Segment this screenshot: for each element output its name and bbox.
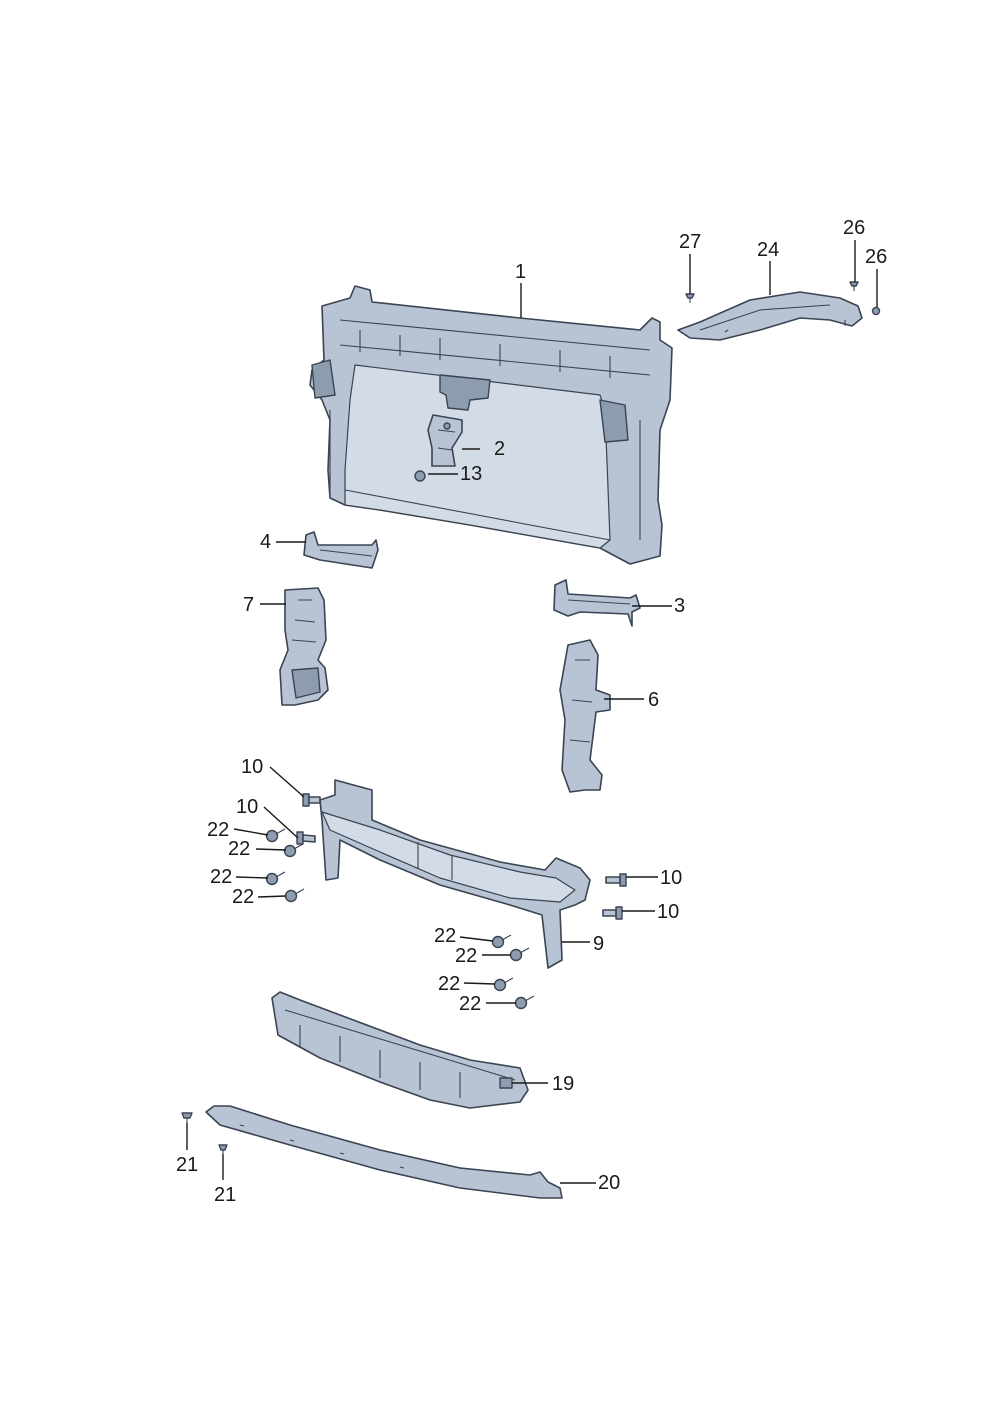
part-10-screw-d bbox=[602, 906, 623, 920]
callout-21-b: 21 bbox=[214, 1184, 236, 1206]
callout-22-f: 22 bbox=[455, 945, 477, 967]
callout-24: 24 bbox=[757, 239, 779, 261]
part-22-bolts-right bbox=[491, 934, 535, 1010]
callout-20: 20 bbox=[598, 1172, 620, 1194]
callout-22-g: 22 bbox=[438, 973, 460, 995]
part-21-clip-b bbox=[218, 1144, 228, 1154]
part-13-nut bbox=[414, 470, 426, 482]
part-22-bolt-c bbox=[265, 871, 286, 886]
part-4-bracket bbox=[303, 531, 379, 569]
callout-26-a: 26 bbox=[843, 217, 865, 239]
part-22-bolt-h bbox=[514, 995, 535, 1010]
callout-10-d: 10 bbox=[657, 901, 679, 923]
callout-4: 4 bbox=[260, 531, 271, 553]
part-22-bolt-f bbox=[509, 947, 530, 962]
leader-lines bbox=[186, 240, 878, 1184]
callout-10-c: 10 bbox=[660, 867, 682, 889]
callout-22-e: 22 bbox=[434, 925, 456, 947]
part-10-screw-a bbox=[302, 793, 321, 807]
callout-22-h: 22 bbox=[459, 993, 481, 1015]
part-22-bolt-d bbox=[284, 888, 305, 903]
callout-labels: 1 2 3 4 6 7 9 10 10 10 10 13 19 20 21 21… bbox=[176, 217, 887, 1206]
callout-13: 13 bbox=[460, 463, 482, 485]
part-3-bracket bbox=[553, 579, 641, 627]
part-24-reinforcement bbox=[677, 291, 863, 341]
part-22-bolt-e bbox=[491, 934, 512, 949]
part-26-screw-b bbox=[871, 306, 881, 316]
part-6-air-guide bbox=[559, 639, 611, 793]
part-10-screw-b bbox=[296, 831, 316, 845]
callout-26-b: 26 bbox=[865, 246, 887, 268]
callout-3: 3 bbox=[674, 595, 685, 617]
callout-7: 7 bbox=[243, 594, 254, 616]
part-9-bumper-carrier bbox=[319, 779, 591, 969]
callout-22-d: 22 bbox=[232, 886, 254, 908]
part-20-trim-strip bbox=[205, 1105, 563, 1199]
part-22-bolt-a bbox=[265, 828, 286, 843]
part-26-screw-a bbox=[849, 281, 859, 291]
part-2-bracket bbox=[427, 414, 463, 467]
part-22-bolt-g bbox=[493, 977, 514, 992]
callout-10-b: 10 bbox=[236, 796, 258, 818]
part-27-screw bbox=[685, 293, 695, 303]
part-10-screw-c bbox=[605, 873, 627, 887]
callout-19: 19 bbox=[552, 1073, 574, 1095]
callout-1: 1 bbox=[515, 261, 526, 283]
callout-10-a: 10 bbox=[241, 756, 263, 778]
callout-22-b: 22 bbox=[228, 838, 250, 860]
part-21-clip-a bbox=[181, 1112, 193, 1123]
callout-21-a: 21 bbox=[176, 1154, 198, 1176]
callout-6: 6 bbox=[648, 689, 659, 711]
callout-2: 2 bbox=[494, 438, 505, 460]
part-1-lock-carrier bbox=[309, 285, 673, 565]
callout-22-a: 22 bbox=[207, 819, 229, 841]
part-7-air-guide bbox=[279, 587, 329, 706]
part-22-bolt-b bbox=[283, 843, 304, 858]
callout-27: 27 bbox=[679, 231, 701, 253]
callout-22-c: 22 bbox=[210, 866, 232, 888]
part-19-energy-absorber bbox=[271, 991, 529, 1109]
callout-9: 9 bbox=[593, 933, 604, 955]
